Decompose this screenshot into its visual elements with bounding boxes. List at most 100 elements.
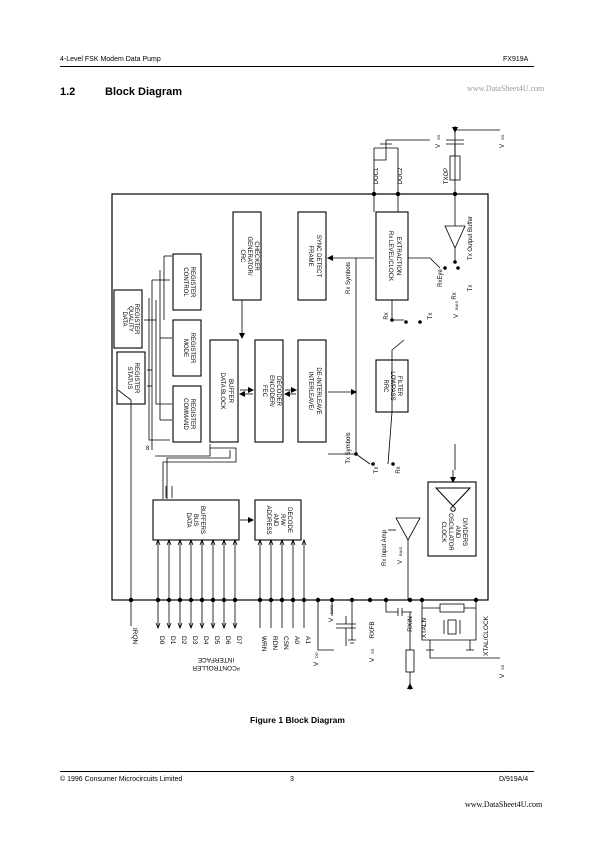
svg-text:SS: SS <box>370 648 375 654</box>
control-line <box>279 538 285 628</box>
crc-block: CRC GENERATOR/ CHECKER <box>232 211 262 301</box>
section-title: Block Diagram <box>105 86 183 98</box>
data-line <box>166 538 172 630</box>
svg-text:R/W: R/W <box>279 514 285 526</box>
control-register-block: CONTROL REGISTER <box>172 253 202 311</box>
svg-text:Rx LEVEL/CLOCK: Rx LEVEL/CLOCK <box>387 231 393 281</box>
svg-text:RxEye: RxEye <box>438 269 444 287</box>
svg-text:V: V <box>500 144 506 148</box>
svg-text:CHECKER: CHECKER <box>253 241 259 271</box>
data-line <box>232 538 238 630</box>
pin-dot <box>367 597 373 603</box>
svg-text:µCONTROLLER: µCONTROLLER <box>192 664 240 672</box>
svg-text:SYNC DETECT: SYNC DETECT <box>315 235 321 278</box>
svg-text:GENERATOR/: GENERATOR/ <box>246 236 252 275</box>
svg-text:REGISTER: REGISTER <box>133 304 139 335</box>
irqn-internal-line <box>117 389 132 600</box>
pin-label-d1: D1 <box>169 636 176 645</box>
figure-caption: Figure 1 Block Diagram <box>250 715 345 725</box>
pin-label-d3: D3 <box>191 636 198 645</box>
svg-text:FILTER: FILTER <box>396 376 402 397</box>
svg-text:Tx: Tx <box>374 467 380 474</box>
fec-block: FEC ENCODER/ DECODER <box>254 339 284 443</box>
svg-text:DECODER: DECODER <box>275 376 281 407</box>
running-header-title: 4-Level FSK Modem Data Pump <box>60 56 161 63</box>
control-line <box>268 538 274 628</box>
svg-text:DECODE: DECODE <box>286 507 292 533</box>
svg-text:TXOP: TXOP <box>444 168 450 184</box>
svg-text:BIAS: BIAS <box>454 301 459 310</box>
data-line <box>199 538 205 630</box>
pin-label-csn: CSN <box>282 636 289 650</box>
internal-labels: Rx Symbols Tx Symbols Tx Output Buffer R… <box>146 216 474 566</box>
svg-text:DATA: DATA <box>121 311 127 326</box>
pin-label-a1: A1 <box>304 636 311 644</box>
svg-text:Rx Input Amp: Rx Input Amp <box>382 529 388 566</box>
svg-text:DD: DD <box>314 652 319 658</box>
svg-text:BUS: BUS <box>192 514 198 526</box>
svg-text:SS: SS <box>500 134 505 140</box>
svg-text:REGISTER: REGISTER <box>189 267 195 298</box>
svg-text:ENCODER/: ENCODER/ <box>268 375 274 407</box>
control-line <box>301 538 307 628</box>
svg-text:EXTRACTION: EXTRACTION <box>395 237 401 276</box>
frame-sync-block: FRAME SYNC DETECT <box>297 211 327 301</box>
uc-interface-label: µCONTROLLER INTERFACE <box>192 656 240 672</box>
svg-text:SS: SS <box>436 134 441 140</box>
data-quality-register-block: DATA QUALITY REGISTER <box>113 289 143 349</box>
pin-label-d0: D0 <box>158 636 165 645</box>
pin-label-rxin: RXIN <box>407 616 414 632</box>
svg-text:AND: AND <box>454 526 460 539</box>
footer-rule <box>60 771 534 772</box>
svg-text:DOC2: DOC2 <box>398 167 404 184</box>
svg-text:REGISTER: REGISTER <box>133 363 139 394</box>
svg-text:V: V <box>436 144 442 148</box>
svg-text:8: 8 <box>146 446 150 452</box>
svg-text:Rx: Rx <box>452 292 458 299</box>
svg-text:RRC: RRC <box>382 380 388 394</box>
pin-label-rxfb: RXFB <box>369 621 376 638</box>
svg-text:DATA BLOCK: DATA BLOCK <box>219 373 225 410</box>
pin-dot <box>407 597 413 603</box>
chip-outline <box>111 193 489 601</box>
header-rule <box>60 66 534 67</box>
svg-text:Tx: Tx <box>428 313 434 320</box>
svg-text:DE-INTERLEAVE: DE-INTERLEAVE <box>315 367 321 414</box>
svg-text:BIAS: BIAS <box>329 605 334 614</box>
pin-label-xtaln: XTALN <box>421 617 428 638</box>
svg-text:Rx: Rx <box>396 466 402 473</box>
status-register-block: STATUS REGISTER <box>116 351 146 405</box>
pin-label-d5: D5 <box>213 636 220 645</box>
pin-label-d4: D4 <box>202 636 209 645</box>
control-line <box>257 538 263 628</box>
svg-text:COMMAND: COMMAND <box>182 398 188 430</box>
pin-label-rdn: RDN <box>271 636 278 650</box>
section-number: 1.2 <box>60 86 76 98</box>
pin-label-wrn: WRN <box>260 636 267 652</box>
data-block-buffer-block: DATA BLOCK BUFFER <box>209 339 239 443</box>
svg-text:CRC: CRC <box>239 250 245 264</box>
address-decode-block: ADDRESS AND R/W DECODE <box>254 499 302 541</box>
svg-text:V: V <box>369 657 376 662</box>
data-line <box>221 538 227 630</box>
pin-label-irqn: IRQN <box>131 628 138 645</box>
watermark-top: www.DataSheet4U.com <box>467 84 545 93</box>
watermark-bottom: www.DataSheet4U.com <box>465 800 543 809</box>
svg-text:BUFFERS: BUFFERS <box>199 506 205 534</box>
svg-text:CONTROL: CONTROL <box>182 267 188 297</box>
svg-text:FEC: FEC <box>261 385 267 398</box>
svg-text:STATUS: STATUS <box>126 367 132 390</box>
svg-text:Tx: Tx <box>468 285 474 292</box>
svg-text:DIVIDERS: DIVIDERS <box>461 518 467 546</box>
pin-label-d2: D2 <box>180 636 187 645</box>
svg-text:BIAS: BIAS <box>398 547 403 556</box>
switch-dots <box>354 260 460 466</box>
mode-register-block: MODE REGISTER <box>172 319 202 377</box>
svg-text:Rx: Rx <box>384 312 390 319</box>
svg-text:FRAME: FRAME <box>307 246 313 267</box>
data-line <box>210 538 216 630</box>
svg-text:CLOCK: CLOCK <box>440 522 446 543</box>
data-line <box>188 538 194 630</box>
pin-label-a0: A0 <box>293 636 300 644</box>
bottom-pin-labels: IRQN D0 D1 D2 D3 D4 D5 D6 D7 WRN RDN CSN… <box>131 605 506 679</box>
